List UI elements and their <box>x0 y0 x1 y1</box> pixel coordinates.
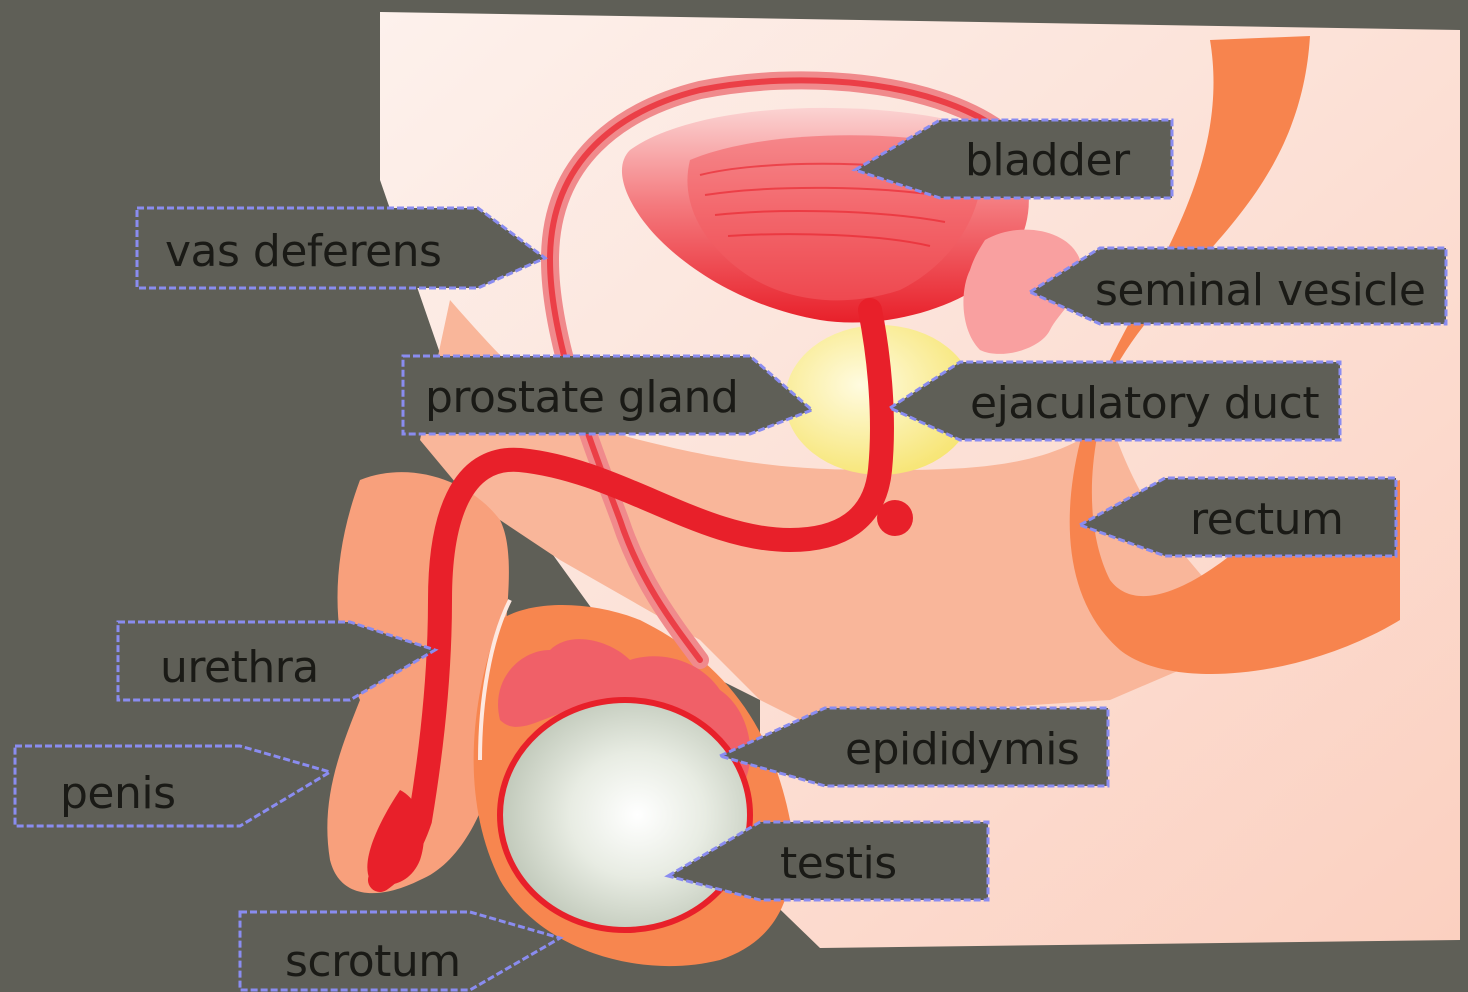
label-seminal-vesicle: seminal vesicle <box>1095 265 1425 316</box>
bulbourethral-gland <box>877 500 913 536</box>
label-ejaculatory-duct: ejaculatory duct <box>970 378 1319 429</box>
label-rectum: rectum <box>1190 494 1343 545</box>
label-penis: penis <box>60 768 176 819</box>
callout-prostate-gland: prostate gland <box>403 356 812 434</box>
callout-vas-deferens: vas deferens <box>137 208 545 288</box>
label-vas-deferens: vas deferens <box>165 226 441 277</box>
callout-seminal-vesicle: seminal vesicle <box>1030 248 1446 324</box>
label-prostate-gland: prostate gland <box>425 372 738 423</box>
label-bladder: bladder <box>965 135 1131 186</box>
callout-scrotum: scrotum <box>240 912 560 990</box>
label-testis: testis <box>780 838 897 889</box>
testis-organ <box>500 700 750 930</box>
callout-penis: penis <box>15 746 330 826</box>
label-urethra: urethra <box>160 642 319 693</box>
label-scrotum: scrotum <box>285 936 461 987</box>
label-epididymis: epididymis <box>845 724 1079 775</box>
callout-ejaculatory-duct: ejaculatory duct <box>890 362 1340 440</box>
